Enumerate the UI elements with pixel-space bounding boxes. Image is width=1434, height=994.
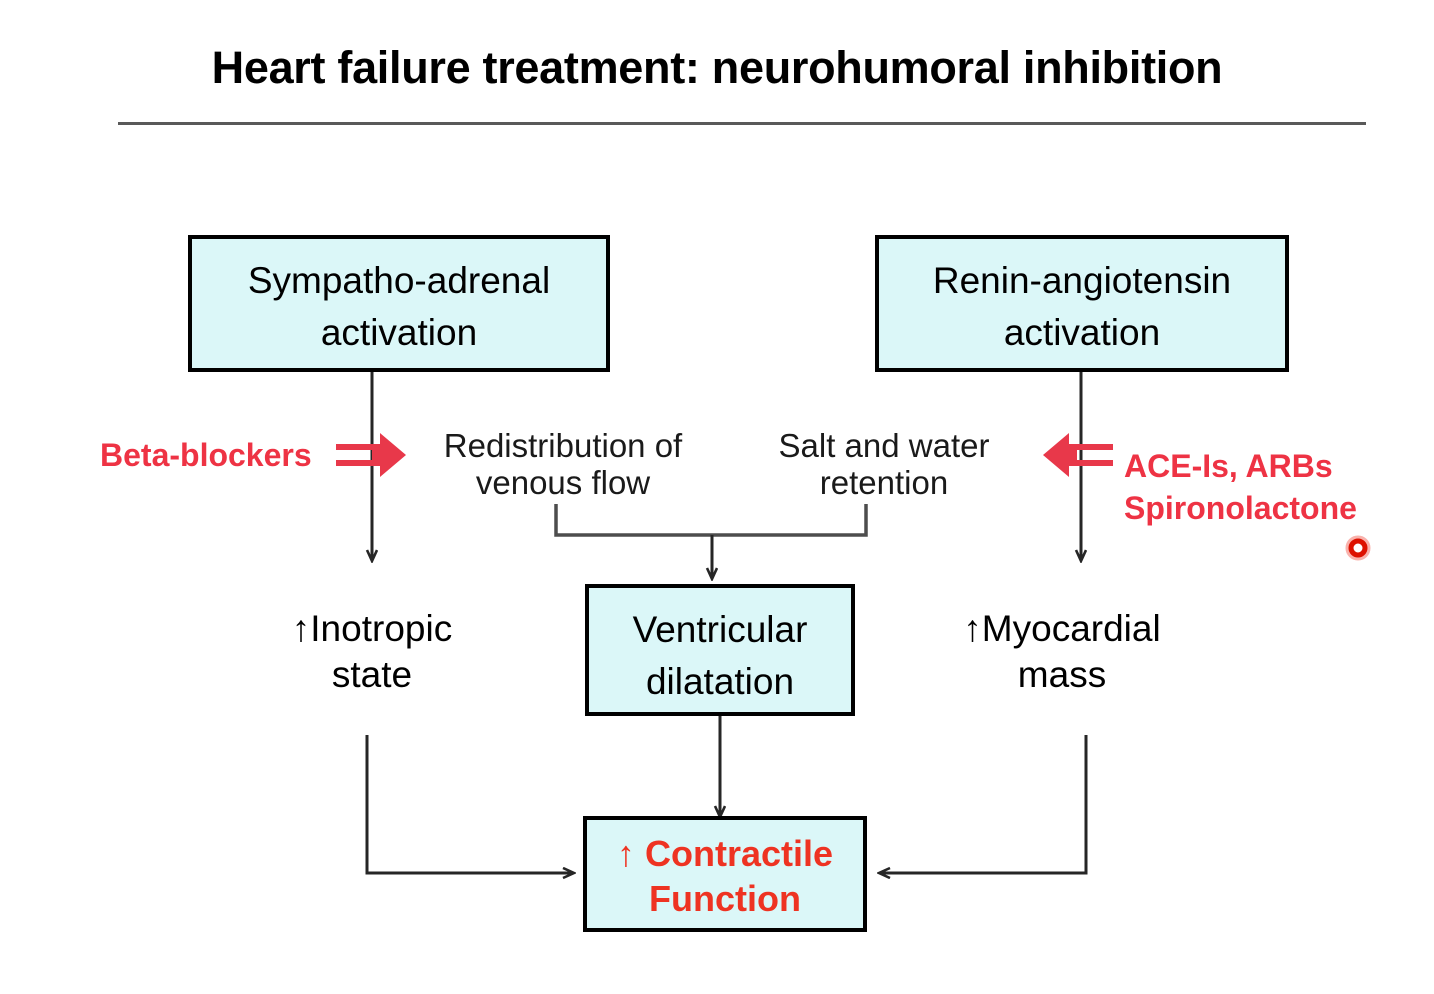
box-ventricular-dilatation[interactable]: Ventricular dilatation	[585, 584, 855, 716]
label-salt-water-line2: retention	[820, 464, 948, 501]
label-inotropic-line1: ↑Inotropic	[292, 608, 452, 649]
connector-myocardial-to-contractile	[880, 735, 1088, 873]
label-myocardial-line1: ↑Myocardial	[963, 608, 1160, 649]
box-renin-line1: Renin-angiotensin	[933, 260, 1231, 301]
box-sympatho-adrenal[interactable]: Sympatho-adrenal activation	[188, 235, 610, 372]
box-contractile-line1: ↑ Contractile	[617, 833, 833, 874]
box-ventricular-line1: Ventricular	[633, 609, 808, 650]
label-inotropic-state: ↑Inotropic state	[292, 608, 452, 695]
page-title: Heart failure treatment: neurohumoral in…	[211, 42, 1223, 93]
box-renin-line2: activation	[1004, 312, 1160, 353]
title-divider	[118, 122, 1366, 125]
block-arrow-left-icon	[1043, 433, 1113, 477]
box-contractile-line2: Function	[649, 878, 801, 919]
red-bullet-icon	[1345, 535, 1371, 561]
label-inotropic-line2: state	[332, 654, 412, 695]
label-salt-water-line1: Salt and water	[779, 427, 990, 464]
box-sympatho-line2: activation	[321, 312, 477, 353]
block-arrow-right-icon	[336, 433, 406, 477]
box-sympatho-line1: Sympatho-adrenal	[248, 260, 550, 301]
drug-label-beta-blockers: Beta-blockers	[100, 437, 312, 473]
connector-bracket	[554, 504, 868, 537]
drug-label-ace-arbs: ACE-Is, ARBs	[1124, 448, 1333, 484]
connector-inotropic-to-contractile	[365, 735, 573, 873]
label-redistribution-of-venous-flow: Redistribution of venous flow	[444, 427, 683, 501]
box-contractile-function[interactable]: ↑ Contractile Function	[583, 816, 867, 932]
label-salt-and-water-retention: Salt and water retention	[779, 427, 990, 501]
label-redistribution-line1: Redistribution of	[444, 427, 683, 464]
drug-label-spironolactone: Spironolactone	[1124, 490, 1357, 526]
label-redistribution-line2: venous flow	[476, 464, 650, 501]
box-renin-angiotensin[interactable]: Renin-angiotensin activation	[875, 235, 1289, 372]
label-myocardial-mass: ↑Myocardial mass	[963, 608, 1160, 695]
box-ventricular-line2: dilatation	[646, 661, 794, 702]
label-myocardial-line2: mass	[1018, 654, 1106, 695]
